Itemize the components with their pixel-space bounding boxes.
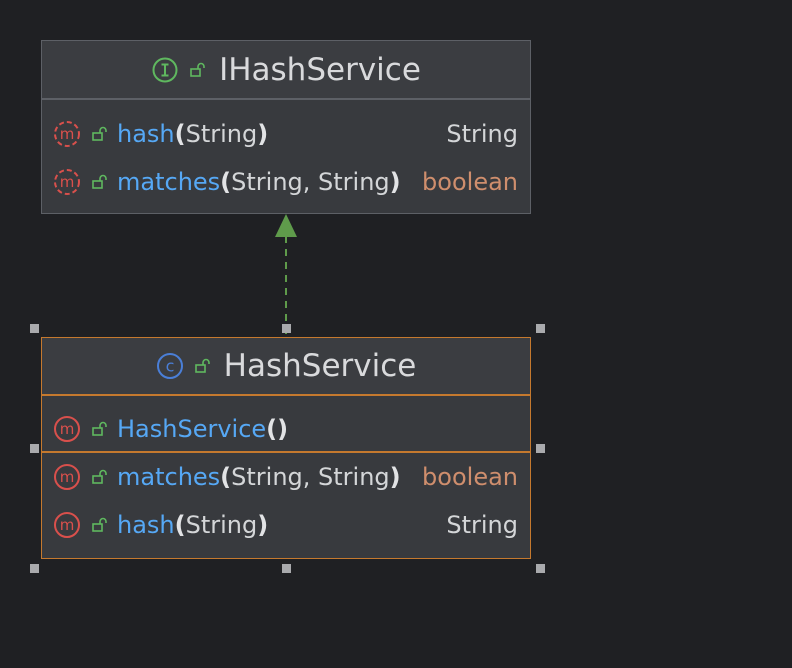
return-type: boolean bbox=[422, 463, 518, 491]
resize-handle-se[interactable] bbox=[536, 564, 545, 573]
constructor-name: HashService bbox=[117, 415, 267, 443]
class-title: HashService bbox=[223, 348, 417, 384]
resize-handle-ne[interactable] bbox=[536, 324, 545, 333]
return-type: boolean bbox=[422, 168, 518, 196]
method-row-hash[interactable]: m hash(String) String bbox=[42, 110, 530, 158]
abstract-method-icon: m bbox=[53, 120, 81, 148]
class-header: c HashService bbox=[42, 338, 530, 396]
constructor-section: m HashService() bbox=[42, 396, 530, 453]
svg-text:m: m bbox=[60, 468, 75, 486]
resize-handle-sw[interactable] bbox=[30, 564, 39, 573]
class-methods: m matches(String, String) boolean m bbox=[42, 453, 530, 549]
arrowhead-icon bbox=[275, 214, 297, 237]
close-paren: ) bbox=[389, 463, 401, 491]
close-paren: ) bbox=[389, 168, 401, 196]
method-name: matches bbox=[117, 463, 221, 491]
constructor-row[interactable]: m HashService() bbox=[42, 405, 530, 453]
return-type: String bbox=[446, 120, 518, 148]
interface-title: IHashService bbox=[219, 51, 421, 88]
svg-text:m: m bbox=[60, 173, 75, 191]
method-params: String, String bbox=[231, 463, 390, 491]
open-paren: ( bbox=[174, 511, 186, 539]
svg-text:m: m bbox=[60, 420, 75, 438]
method-icon: m bbox=[53, 415, 81, 443]
method-icon: m bbox=[53, 463, 81, 491]
open-paren: ( bbox=[220, 463, 232, 491]
svg-text:m: m bbox=[60, 516, 75, 534]
public-lock-icon bbox=[91, 421, 107, 437]
public-lock-icon bbox=[91, 517, 107, 533]
method-params: String bbox=[185, 120, 258, 148]
close-paren: ) bbox=[257, 120, 269, 148]
open-paren: ( bbox=[266, 415, 278, 443]
open-paren: ( bbox=[220, 168, 232, 196]
method-name: hash bbox=[117, 120, 175, 148]
close-paren: ) bbox=[257, 511, 269, 539]
class-icon: c bbox=[156, 352, 184, 380]
svg-text:m: m bbox=[60, 125, 75, 143]
svg-text:c: c bbox=[165, 357, 174, 376]
open-paren: ( bbox=[174, 120, 186, 148]
method-icon: m bbox=[53, 511, 81, 539]
interface-node-ihashservice[interactable]: IHashService m hash(String) String bbox=[41, 40, 531, 214]
public-lock-icon bbox=[91, 126, 107, 142]
method-row-matches[interactable]: m matches(String, String) boolean bbox=[42, 453, 530, 501]
interface-icon bbox=[151, 56, 179, 84]
resize-handle-nw[interactable] bbox=[30, 324, 39, 333]
method-name: matches bbox=[117, 168, 221, 196]
resize-handle-n[interactable] bbox=[282, 324, 291, 333]
public-lock-icon bbox=[91, 174, 107, 190]
public-lock-icon bbox=[194, 358, 210, 374]
interface-header: IHashService bbox=[42, 41, 530, 100]
return-type: String bbox=[446, 511, 518, 539]
method-row-matches[interactable]: m matches(String, String) boolean bbox=[42, 158, 530, 206]
method-name: hash bbox=[117, 511, 175, 539]
resize-handle-e[interactable] bbox=[536, 444, 545, 453]
method-params: String, String bbox=[231, 168, 390, 196]
close-paren: ) bbox=[277, 415, 289, 443]
public-lock-icon bbox=[91, 469, 107, 485]
resize-handle-s[interactable] bbox=[282, 564, 291, 573]
resize-handle-w[interactable] bbox=[30, 444, 39, 453]
method-params: String bbox=[185, 511, 258, 539]
interface-methods: m hash(String) String m bbox=[42, 100, 530, 206]
public-lock-icon bbox=[189, 62, 205, 78]
method-row-hash[interactable]: m hash(String) String bbox=[42, 501, 530, 549]
class-node-hashservice[interactable]: c HashService m Ha bbox=[41, 337, 531, 559]
abstract-method-icon: m bbox=[53, 168, 81, 196]
